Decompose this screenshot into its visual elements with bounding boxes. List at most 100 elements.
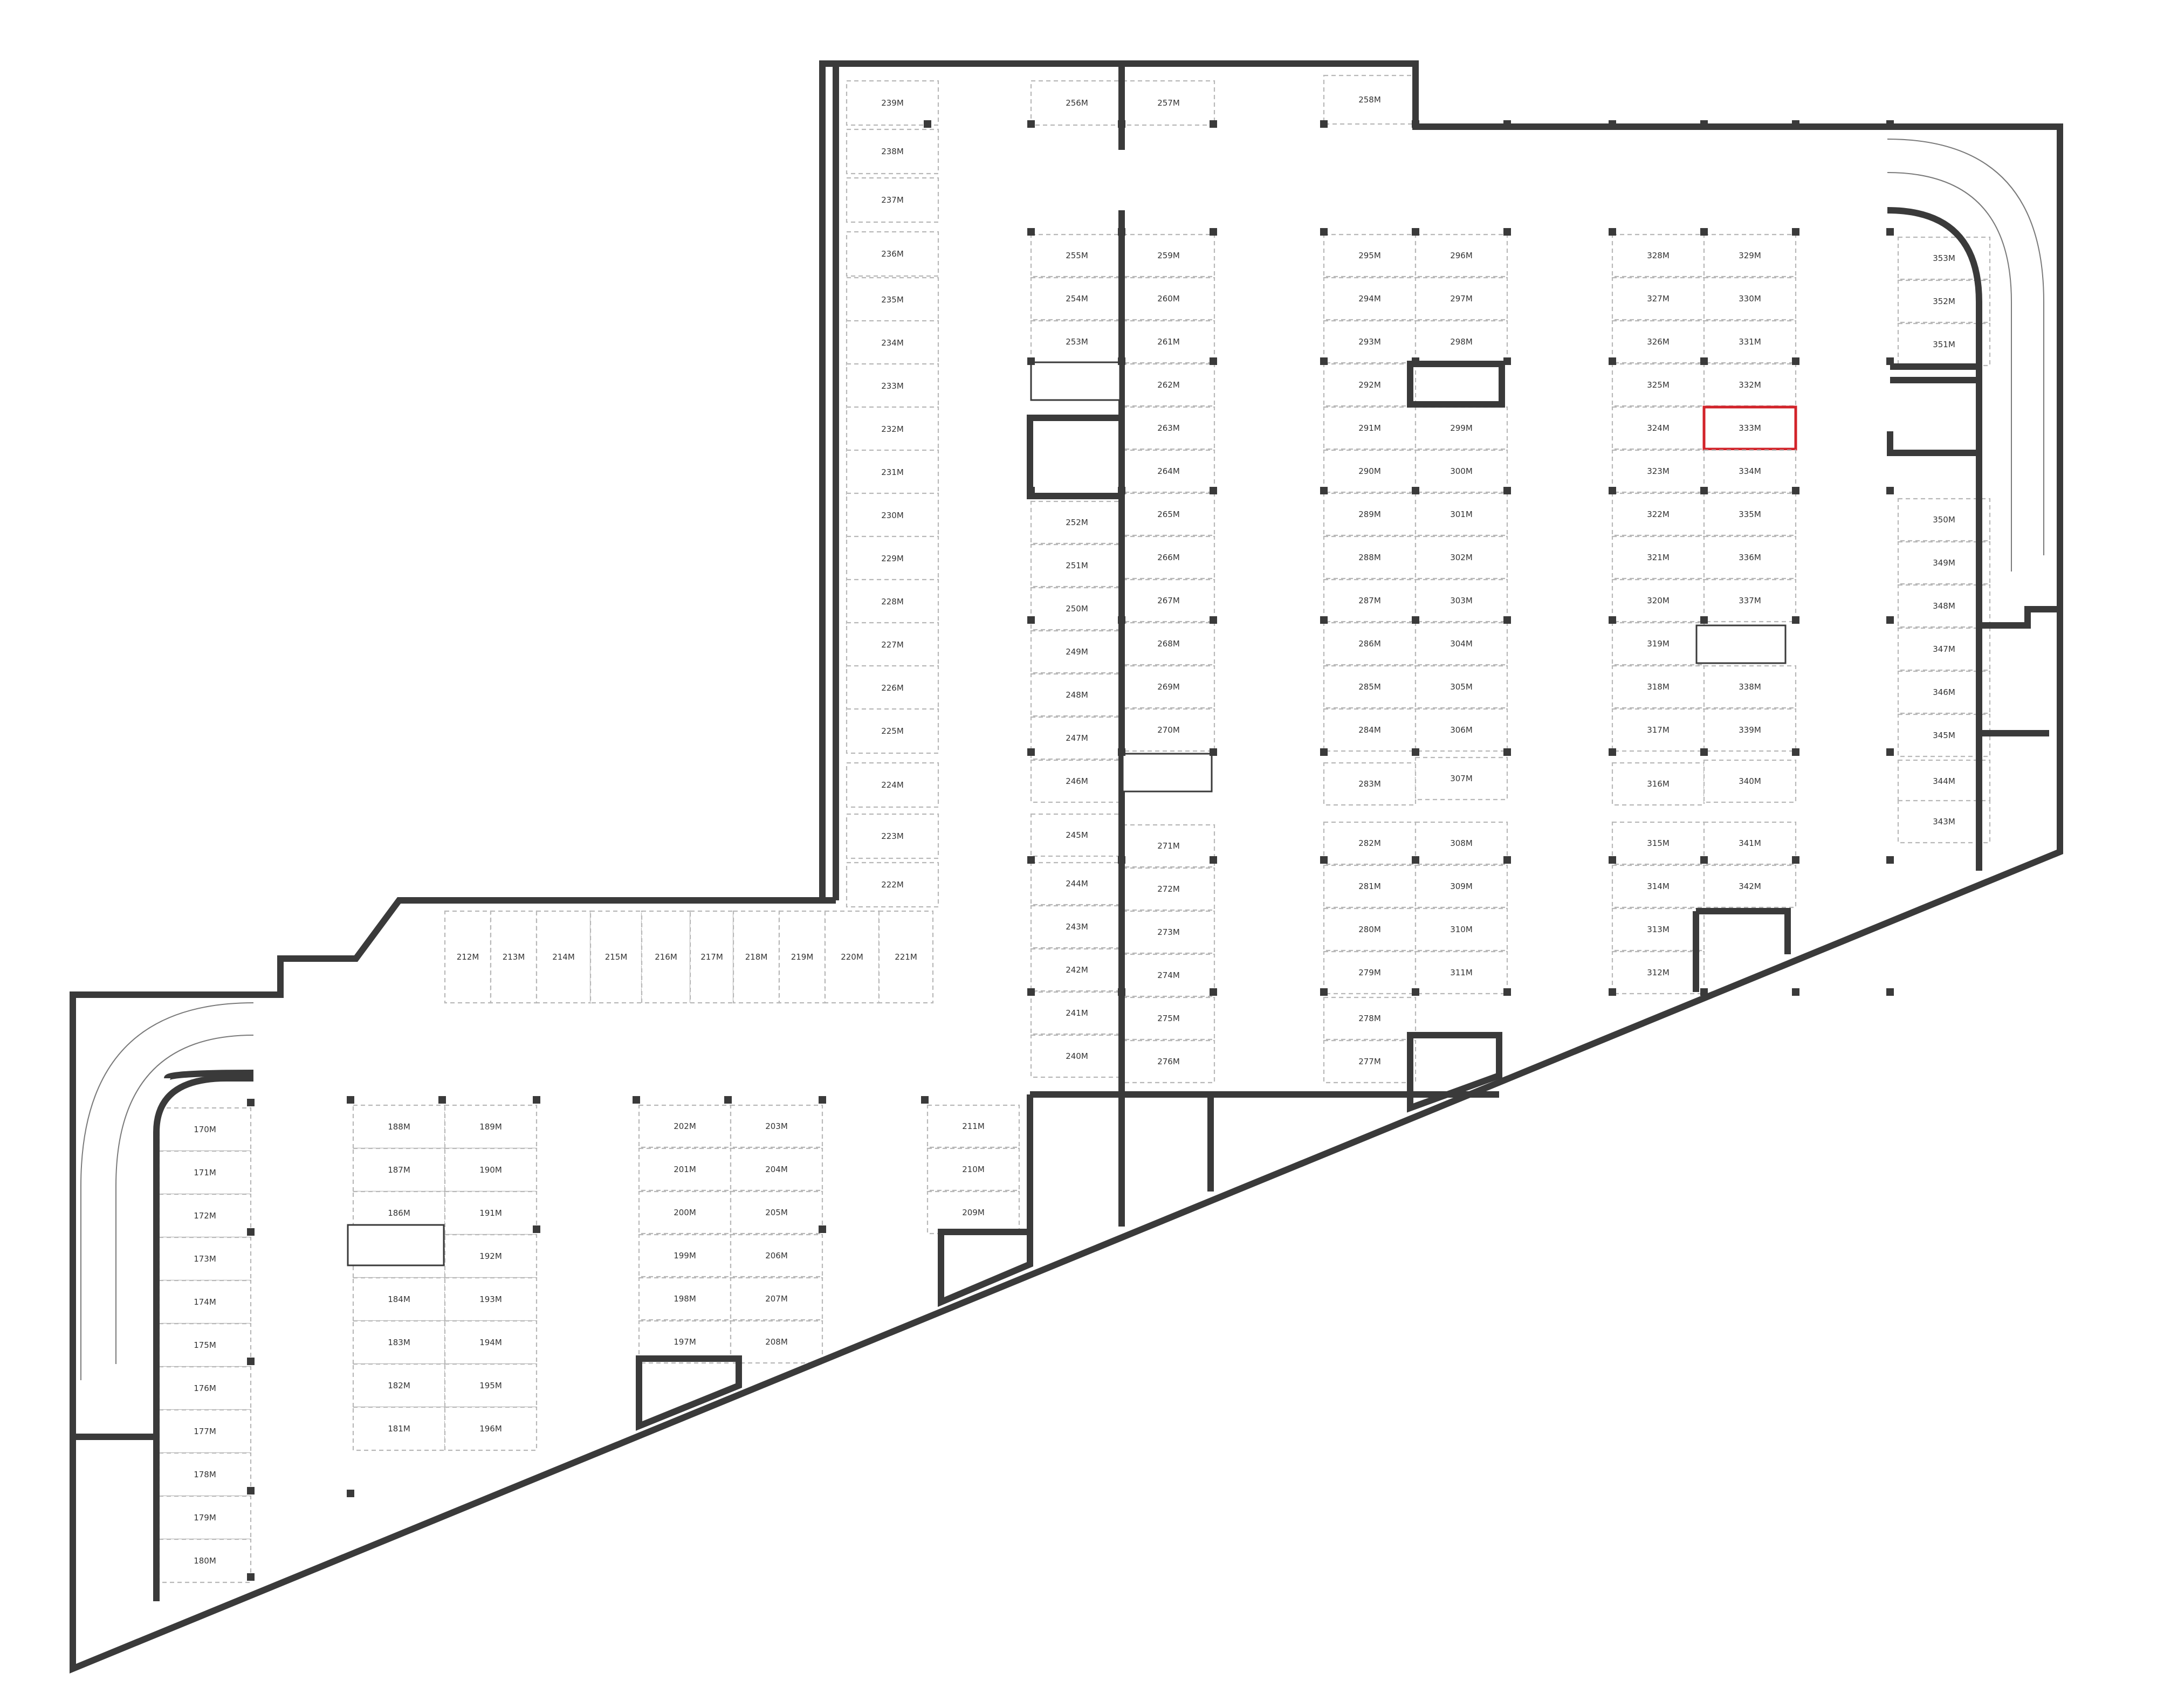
parking-stall-322m[interactable]: 322M (1611, 492, 1705, 536)
parking-stall-259m[interactable]: 259M (1122, 233, 1215, 278)
parking-stall-229m[interactable]: 229M (846, 535, 939, 582)
parking-stall-297m[interactable]: 297M (1414, 277, 1508, 321)
parking-stall-336m[interactable]: 336M (1703, 535, 1797, 580)
parking-stall-274m[interactable]: 274M (1122, 953, 1215, 997)
parking-stall-283m[interactable]: 283M (1323, 762, 1417, 806)
parking-stall-346m[interactable]: 346M (1897, 670, 1991, 714)
parking-stall-296m[interactable]: 296M (1414, 233, 1508, 278)
parking-stall-278m[interactable]: 278M (1323, 996, 1417, 1041)
parking-stall-312m[interactable]: 312M (1611, 951, 1705, 995)
parking-stall-237m[interactable]: 237M (846, 177, 939, 223)
parking-stall-219m[interactable]: 219M (778, 910, 826, 1004)
parking-stall-213m[interactable]: 213M (490, 910, 538, 1004)
parking-stall-171m[interactable]: 171M (158, 1150, 252, 1195)
parking-stall-230m[interactable]: 230M (846, 492, 939, 539)
parking-stall-224m[interactable]: 224M (846, 762, 939, 808)
parking-stall-302m[interactable]: 302M (1414, 535, 1508, 580)
parking-stall-179m[interactable]: 179M (158, 1495, 252, 1540)
parking-stall-232m[interactable]: 232M (846, 406, 939, 452)
parking-stall-234m[interactable]: 234M (846, 320, 939, 366)
parking-stall-270m[interactable]: 270M (1122, 708, 1215, 752)
parking-stall-321m[interactable]: 321M (1611, 535, 1705, 580)
parking-stall-303m[interactable]: 303M (1414, 578, 1508, 623)
parking-stall-280m[interactable]: 280M (1323, 907, 1417, 952)
parking-stall-206m[interactable]: 206M (730, 1234, 823, 1278)
parking-stall-243m[interactable]: 243M (1030, 905, 1124, 949)
parking-stall-304m[interactable]: 304M (1414, 622, 1508, 666)
parking-stall-193m[interactable]: 193M (444, 1277, 538, 1322)
parking-stall-344m[interactable]: 344M (1897, 759, 1991, 803)
parking-stall-204m[interactable]: 204M (730, 1147, 823, 1192)
parking-stall-271m[interactable]: 271M (1122, 824, 1215, 868)
parking-stall-331m[interactable]: 331M (1703, 320, 1797, 364)
parking-stall-183m[interactable]: 183M (352, 1320, 446, 1365)
parking-stall-249m[interactable]: 249M (1030, 630, 1124, 674)
parking-stall-212m[interactable]: 212M (444, 910, 492, 1004)
parking-stall-301m[interactable]: 301M (1414, 492, 1508, 536)
parking-stall-349m[interactable]: 349M (1897, 541, 1991, 585)
parking-stall-251m[interactable]: 251M (1030, 543, 1124, 588)
parking-stall-334m[interactable]: 334M (1703, 449, 1797, 493)
parking-stall-329m[interactable]: 329M (1703, 233, 1797, 278)
parking-stall-196m[interactable]: 196M (444, 1406, 538, 1451)
parking-stall-341m[interactable]: 341M (1703, 821, 1797, 865)
parking-stall-175m[interactable]: 175M (158, 1323, 252, 1368)
parking-stall-222m[interactable]: 222M (846, 862, 939, 908)
parking-stall-285m[interactable]: 285M (1323, 665, 1417, 709)
parking-stall-332m[interactable]: 332M (1703, 363, 1797, 407)
parking-stall-231m[interactable]: 231M (846, 449, 939, 495)
parking-stall-308m[interactable]: 308M (1414, 821, 1508, 865)
parking-stall-225m[interactable]: 225M (846, 708, 939, 754)
parking-stall-289m[interactable]: 289M (1323, 492, 1417, 536)
parking-stall-247m[interactable]: 247M (1030, 716, 1124, 760)
parking-stall-226m[interactable]: 226M (846, 665, 939, 711)
parking-stall-192m[interactable]: 192M (444, 1234, 538, 1279)
parking-stall-235m[interactable]: 235M (846, 277, 939, 323)
parking-stall-258m[interactable]: 258M (1323, 74, 1417, 125)
parking-stall-178m[interactable]: 178M (158, 1452, 252, 1497)
parking-stall-337m[interactable]: 337M (1703, 578, 1797, 623)
parking-stall-319m[interactable]: 319M (1611, 622, 1705, 666)
parking-stall-244m[interactable]: 244M (1030, 862, 1124, 906)
parking-stall-276m[interactable]: 276M (1122, 1039, 1215, 1084)
parking-stall-209m[interactable]: 209M (926, 1190, 1020, 1235)
parking-stall-264m[interactable]: 264M (1122, 449, 1215, 493)
parking-stall-208m[interactable]: 208M (730, 1320, 823, 1364)
parking-stall-347m[interactable]: 347M (1897, 627, 1991, 671)
parking-stall-218m[interactable]: 218M (732, 910, 780, 1004)
parking-stall-256m[interactable]: 256M (1030, 80, 1124, 126)
parking-stall-335m[interactable]: 335M (1703, 492, 1797, 536)
parking-stall-248m[interactable]: 248M (1030, 673, 1124, 717)
parking-stall-298m[interactable]: 298M (1414, 320, 1508, 364)
parking-stall-291m[interactable]: 291M (1323, 406, 1417, 450)
parking-stall-170m[interactable]: 170M (158, 1107, 252, 1152)
parking-stall-350m[interactable]: 350M (1897, 498, 1991, 542)
parking-stall-250m[interactable]: 250M (1030, 587, 1124, 631)
parking-stall-203m[interactable]: 203M (730, 1104, 823, 1148)
parking-stall-294m[interactable]: 294M (1323, 277, 1417, 321)
parking-stall-238m[interactable]: 238M (846, 128, 939, 175)
parking-stall-187m[interactable]: 187M (352, 1147, 446, 1193)
parking-stall-318m[interactable]: 318M (1611, 665, 1705, 709)
parking-stall-290m[interactable]: 290M (1323, 449, 1417, 493)
parking-stall-236m[interactable]: 236M (846, 231, 939, 277)
parking-stall-180m[interactable]: 180M (158, 1538, 252, 1583)
parking-stall-245m[interactable]: 245M (1030, 813, 1124, 857)
parking-stall-246m[interactable]: 246M (1030, 759, 1124, 803)
parking-stall-205m[interactable]: 205M (730, 1190, 823, 1235)
parking-stall-267m[interactable]: 267M (1122, 578, 1215, 623)
parking-stall-306m[interactable]: 306M (1414, 708, 1508, 752)
parking-stall-305m[interactable]: 305M (1414, 665, 1508, 709)
parking-stall-275m[interactable]: 275M (1122, 996, 1215, 1041)
parking-stall-325m[interactable]: 325M (1611, 363, 1705, 407)
parking-stall-340m[interactable]: 340M (1703, 759, 1797, 803)
parking-stall-330m[interactable]: 330M (1703, 277, 1797, 321)
parking-stall-279m[interactable]: 279M (1323, 951, 1417, 995)
parking-stall-241m[interactable]: 241M (1030, 991, 1124, 1035)
parking-stall-184m[interactable]: 184M (352, 1277, 446, 1322)
parking-stall-201m[interactable]: 201M (638, 1147, 732, 1192)
parking-stall-181m[interactable]: 181M (352, 1406, 446, 1451)
parking-stall-194m[interactable]: 194M (444, 1320, 538, 1365)
parking-stall-252m[interactable]: 252M (1030, 500, 1124, 545)
parking-stall-311m[interactable]: 311M (1414, 951, 1508, 995)
